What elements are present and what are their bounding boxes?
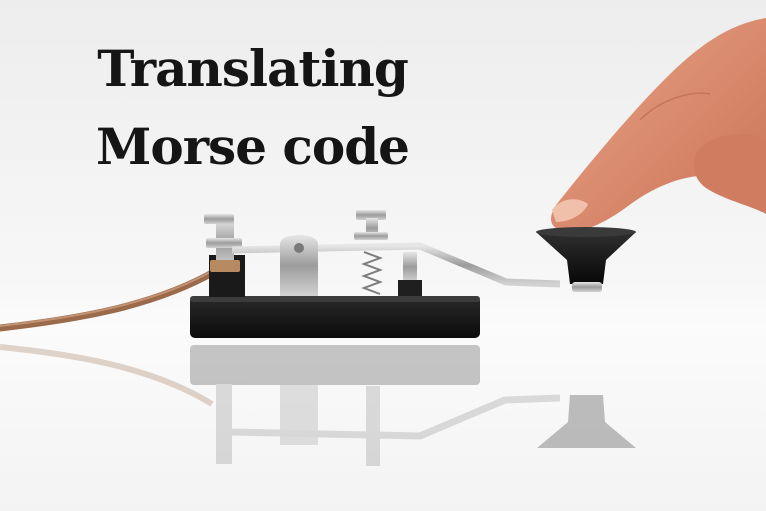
contact-post [398,252,422,296]
spring-post [354,210,388,295]
finger [551,18,766,232]
key-knob [536,227,636,292]
left-terminal [204,214,245,297]
lever-arm [231,242,561,288]
table-reflection [0,344,636,466]
title-line-1: Translating [97,39,409,98]
title-line-2: Morse code [96,117,410,176]
key-base [190,296,480,338]
cable [0,268,218,332]
pivot-bracket [280,235,318,296]
